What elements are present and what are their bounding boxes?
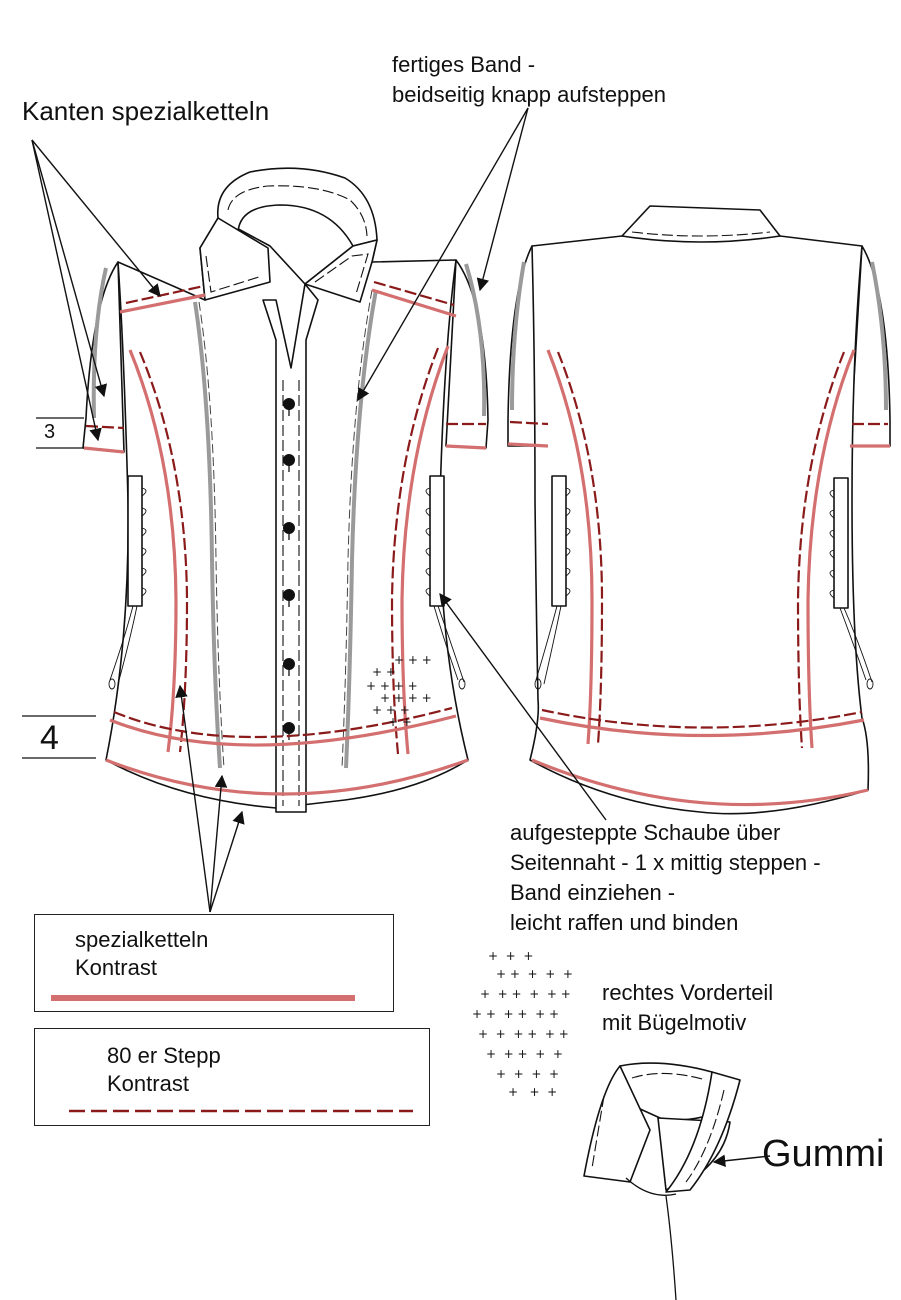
back-hem-lower-pink — [531, 758, 869, 807]
back-right-sleeve — [849, 245, 891, 447]
legend-item2-line1: 80 er Stepp — [107, 1043, 221, 1068]
band-label-line1: fertiges Band - — [392, 52, 536, 77]
front-sleeve-band-right — [464, 263, 487, 417]
back-hem-upper-pink — [539, 716, 865, 738]
collar-right-stitch — [314, 253, 369, 295]
front-shoulder-stitch-right — [373, 280, 455, 307]
front-sleeve-hem-left — [83, 446, 125, 454]
band-label-line2: beidseitig knapp aufsteppen — [392, 82, 666, 107]
front-band-left — [193, 301, 222, 769]
svg-text:+ + +: + + + — [488, 949, 533, 963]
svg-text:+ +: + + — [372, 665, 396, 679]
svg-text:+ + +: + + + — [394, 653, 432, 667]
front-motif-crosses: + ++ + + + + + ++ + + + + + ++ + — [366, 653, 432, 729]
legend-item1-line1: spezialketteln — [75, 927, 209, 952]
back-seam-pink-right — [806, 349, 856, 749]
annotation-arrows — [31, 107, 771, 1168]
legend-item2-line2: Kontrast — [107, 1071, 189, 1096]
back-seam-stitch-right — [796, 351, 846, 749]
front-sleeve-band-left — [91, 267, 108, 419]
svg-text:+ + + + + +: + + + + + + — [480, 987, 571, 1001]
svg-text:+ + + + + +: + + + + + + — [472, 1007, 559, 1021]
front-hem-upper-pink — [109, 714, 457, 747]
front-side-seam-pink-left — [128, 349, 178, 753]
svg-text:+ + + + +: + + + + + — [486, 1047, 563, 1061]
front-hem-upper-stitch — [113, 706, 453, 739]
front-hem-lower-pink — [105, 758, 469, 796]
motiv-label-line1: rechtes Vorderteil — [602, 980, 774, 1005]
schaube-label-line4: leicht raffen und binden — [510, 910, 739, 935]
bottom-hem-measure — [22, 715, 96, 759]
front-shoulder-pink-left — [119, 293, 206, 314]
legend-spezialketteln: spezialketteln Kontrast — [34, 914, 394, 1012]
legend-stepp: 80 er Stepp Kontrast — [34, 1028, 430, 1126]
front-side-seam-stitch-left — [138, 351, 189, 753]
svg-text:+ +: + + — [388, 715, 412, 729]
gummi-label: Gummi — [762, 1133, 885, 1175]
front-sleeve-hem-right — [445, 444, 487, 450]
front-collar-topstitch — [227, 185, 368, 237]
front-casing-right — [425, 475, 466, 690]
legend-spezialketteln-swatch — [51, 995, 355, 1001]
back-body-outline — [529, 235, 870, 815]
svg-text:+ + + +: + + + + — [366, 679, 418, 693]
svg-text:+ + + + + +: + + + + + + — [478, 1027, 569, 1041]
schaube-label-line1: aufgesteppte Schaube über — [510, 820, 781, 845]
back-view — [507, 205, 891, 815]
sleeve-hem-measure — [36, 417, 84, 449]
back-casing-right — [829, 477, 874, 690]
svg-text:+ + + + +: + + + + + — [496, 967, 573, 981]
legend-stepp-swatch — [69, 1109, 413, 1113]
back-sleeve-band-right — [870, 261, 888, 411]
front-sleeve-hem-stitch-left — [85, 424, 125, 430]
bottom-hem-measure-label: 4 — [40, 719, 59, 757]
back-seam-stitch-left — [556, 351, 604, 745]
button-icons — [283, 398, 295, 740]
legend-item1-line2: Kontrast — [75, 955, 157, 980]
front-side-seam-pink-right — [400, 345, 450, 755]
front-casing-left — [108, 475, 147, 690]
motiv-label-line2: mit Bügelmotiv — [602, 1010, 747, 1035]
back-hem-upper-stitch — [541, 708, 863, 729]
collar-detail — [583, 1062, 741, 1300]
sleeve-hem-measure-label: 3 — [44, 421, 56, 443]
back-sleeve-hem-stitch-left — [509, 420, 549, 426]
front-side-seam-stitch-right — [390, 347, 440, 755]
back-casing-left — [534, 475, 571, 690]
front-view: + ++ + + + + + ++ + + + + + ++ + — [82, 167, 489, 813]
front-placket — [262, 283, 319, 813]
schaube-label-line2: Seitennaht - 1 x mittig steppen - — [510, 850, 821, 875]
svg-text:+ + +: + + + — [508, 1085, 557, 1099]
svg-text:+ + +: + + + — [372, 703, 410, 717]
motif-sample: + + + + + + + + + + + + + + + + + + + + … — [472, 949, 573, 1099]
back-sleeve-hem-left — [507, 442, 549, 448]
schaube-label-line3: Band einziehen - — [510, 880, 676, 905]
front-shoulder-stitch-left — [125, 284, 205, 305]
collar-left-stitch — [205, 255, 263, 293]
svg-text:+ + + +: + + + + — [496, 1067, 559, 1081]
svg-text:+ + + +: + + + + — [380, 691, 432, 705]
kanten-label: Kanten spezialketteln — [22, 96, 270, 126]
front-band-right — [344, 289, 378, 769]
back-sleeve-band-left — [510, 261, 526, 411]
back-collar — [621, 205, 781, 243]
back-seam-pink-left — [546, 349, 594, 745]
